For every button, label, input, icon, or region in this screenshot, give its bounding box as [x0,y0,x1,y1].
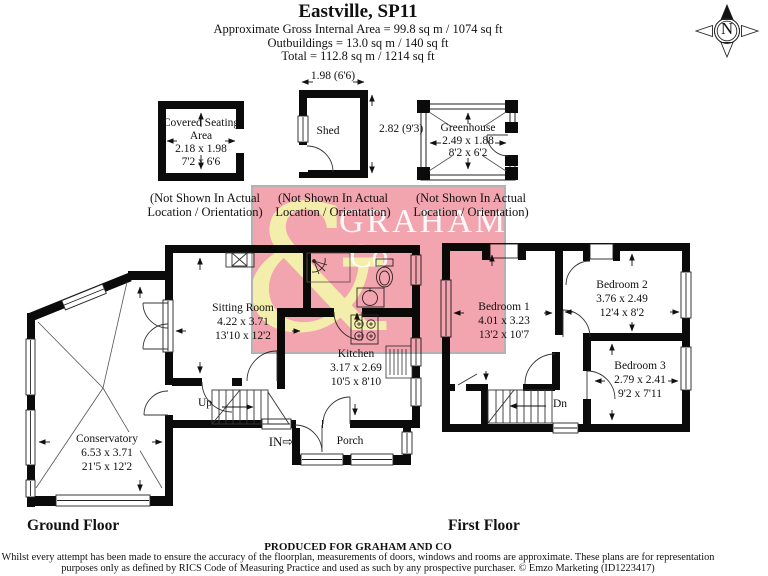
shed-plan [297,79,375,178]
stairs-down [487,389,553,424]
entrance-arrow-icon: ⇨ [282,434,294,449]
watermark-brand-suffix: Co [349,238,389,275]
covered-seating-label: Covered Seating Area 2.18 x 1.98 7'2 x 6… [162,117,240,168]
compass-icon [694,3,760,59]
produced-for-line: PRODUCED FOR GRAHAM AND CO [264,541,452,553]
first-floor-title: First Floor [448,517,520,534]
bedroom1-label: Bedroom 1 4.01 x 3.23 13'2 x 10'7 [478,301,530,341]
compass-north-label: N [720,19,734,38]
page-title: Eastville, SP11 [298,1,418,22]
bedroom3-label: Bedroom 3 2.79 x 2.41 9'2 x 7'11 [614,360,666,400]
disclaimer-line-2: purposes only as defined by RICS Code of… [61,562,655,574]
conservatory-label: Conservatory 6.53 x 3.71 21'5 x 12'2 [74,432,140,474]
watermark-brand: GRAHAM [339,203,506,240]
shed-depth-dim: 2.82 (9'3) [379,123,424,135]
not-shown-note-3: (Not Shown In Actual Location / Orientat… [413,191,529,219]
area-line-1: Approximate Gross Internal Area = 99.8 s… [213,22,503,36]
watermark-ampersand: & [251,185,395,354]
shed-width-dim: 1.98 (6'6) [310,70,356,82]
area-line-2: Outbuildings = 13.0 sq m / 140 sq ft [267,36,449,50]
kitchen-label: Kitchen 3.17 x 2.69 10'5 x 8'10 [330,348,382,388]
greenhouse-label: Greenhouse 2.49 x 1.88 8'2 x 6'2 [440,122,496,159]
fireplace-icon [225,252,255,268]
stairs-up [211,389,290,425]
agent-watermark: & GRAHAM Co [251,185,506,354]
shed-label: Shed [316,125,340,137]
not-shown-note-2: (Not Shown In Actual Location / Orientat… [275,191,391,219]
sitting-room-label: Sitting Room 4.22 x 3.71 13'10 x 12'2 [212,302,274,342]
bedroom2-label: Bedroom 2 3.76 x 2.49 12'4 x 8'2 [596,279,648,319]
entrance-label: IN⇨ [268,434,294,449]
greenhouse-plan [417,100,518,181]
covered-seating-plan [158,101,244,181]
disclaimer-line-1: Whilst every attempt has been made to en… [1,551,715,563]
area-line-3: Total = 112.8 sq m / 1214 sq ft [281,49,435,63]
ground-floor-title: Ground Floor [27,517,120,534]
stairs-down-label: Dn [552,398,568,410]
not-shown-note-1: (Not Shown In Actual Location / Orientat… [147,191,263,219]
stairs-up-label: Up [197,397,213,409]
porch-label: Porch [336,435,364,447]
